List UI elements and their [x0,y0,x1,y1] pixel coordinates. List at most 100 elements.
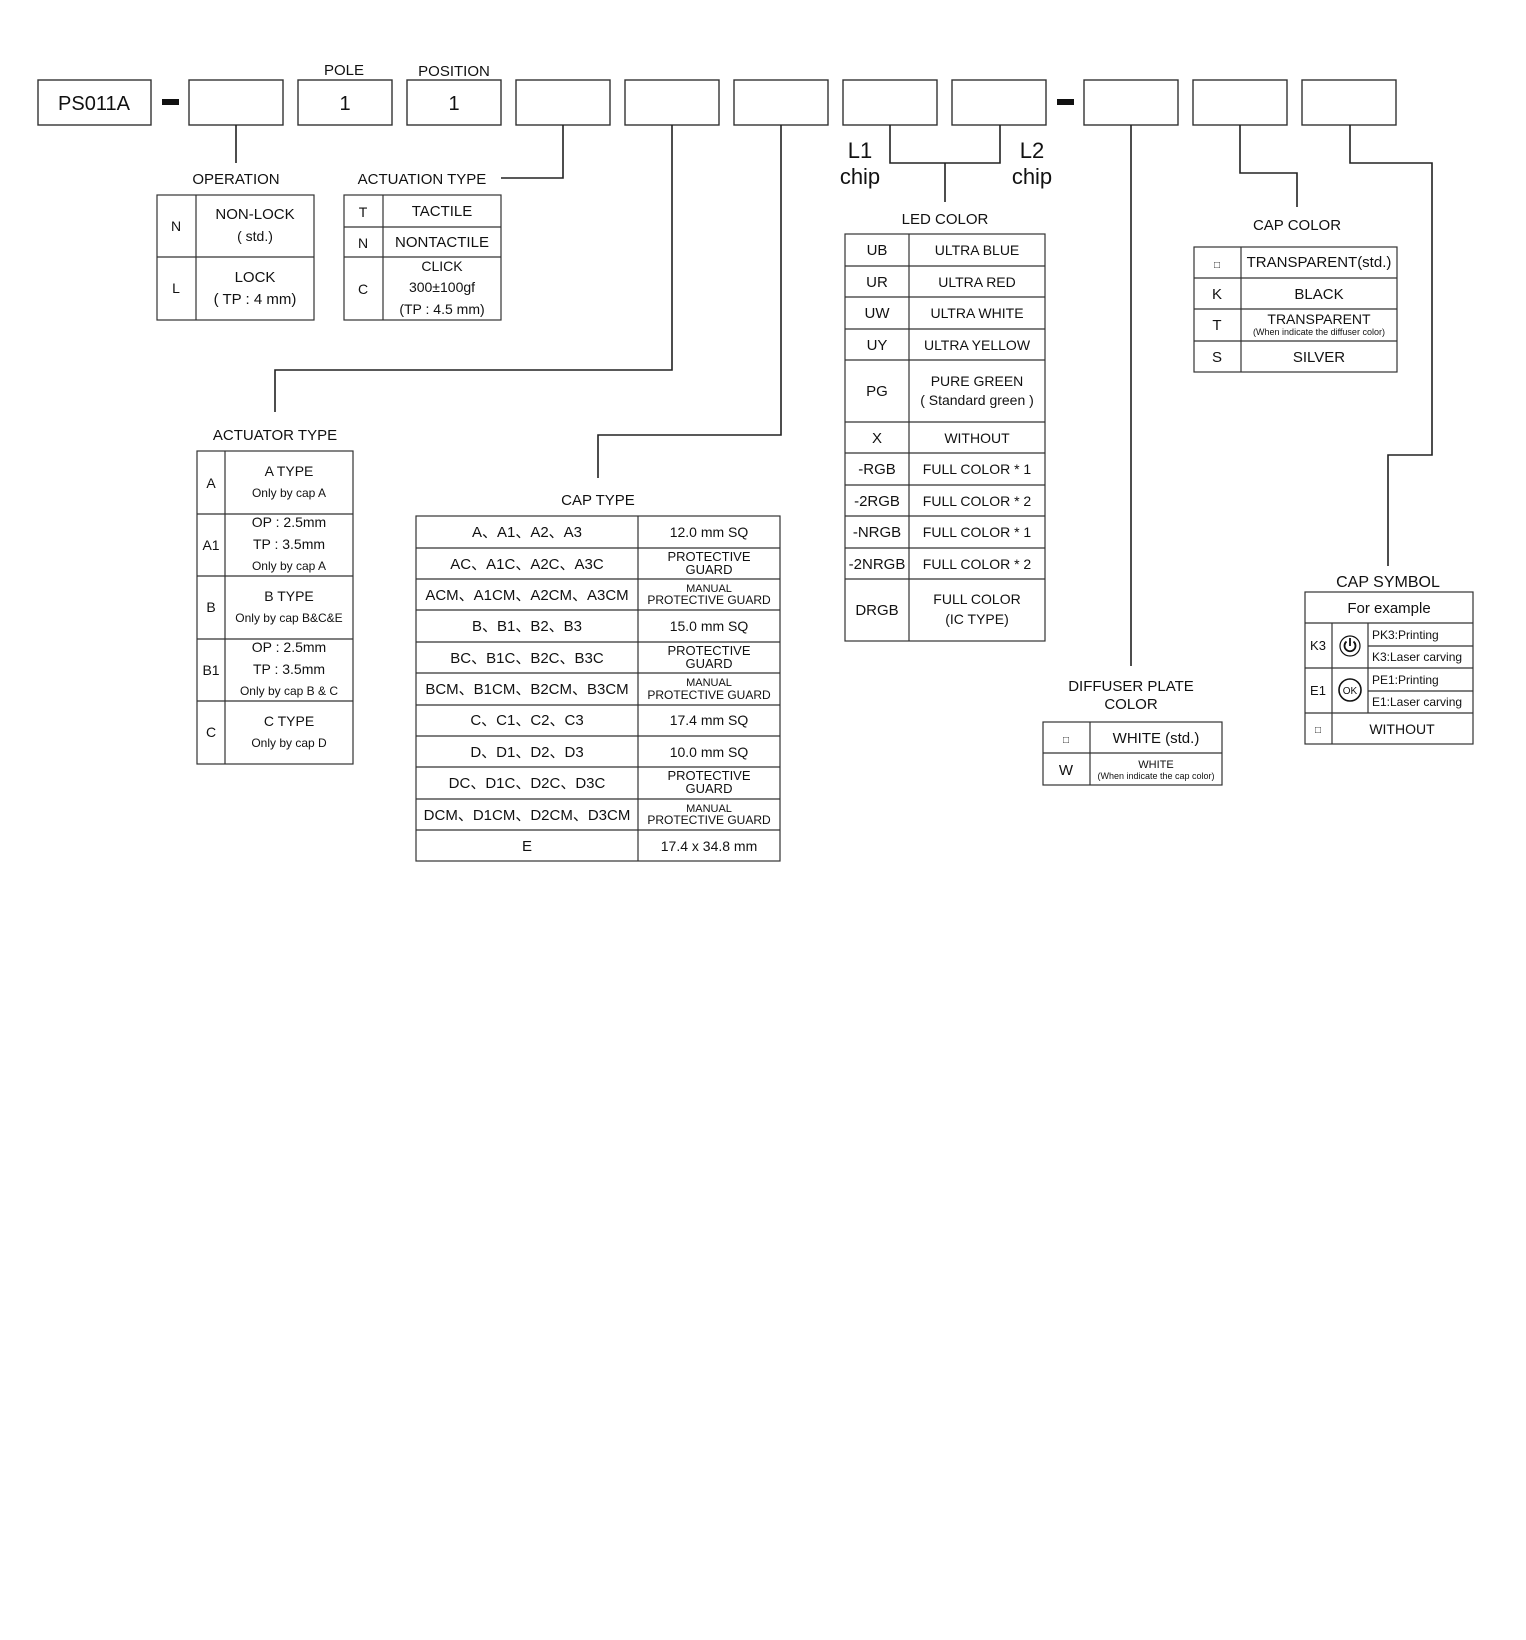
cap-type-title: CAP TYPE [561,492,635,509]
led-desc: ULTRA BLUE [935,242,1020,258]
diffuser-desc: (When indicate the cap color) [1097,771,1214,781]
led-desc: ULTRA WHITE [930,305,1023,321]
actuator-desc: OP : 2.5mm [252,514,326,530]
led-desc: FULL COLOR * 1 [923,524,1032,540]
led-color-table: LED COLOR UB ULTRA BLUE UR ULTRA RED UW … [844,211,1046,642]
cap-type-size: 12.0 mm SQ [670,524,749,540]
l2-label: L2 [1020,138,1044,163]
actuator-type-slot [624,79,720,126]
cap-type-size: GUARD [686,562,733,577]
actuator-code: A [206,475,216,491]
operation-desc: NON-LOCK [215,206,294,223]
cap-type-size: PROTECTIVE [667,768,750,783]
diffuser-title-2: COLOR [1104,696,1158,713]
power-icon [1339,635,1361,657]
actuator-code: B [206,599,215,615]
cap-symbol-code: K3 [1310,638,1326,653]
cap-color-code: T [1212,317,1221,334]
cap-symbol-desc: E1:Laser carving [1372,695,1462,709]
cap-color-code: □ [1214,260,1220,271]
actuator-desc: TP : 3.5mm [253,661,325,677]
actuation-type-table: ACTUATION TYPE T TACTILE N NONTACTILE C … [343,171,502,321]
cap-type-size: 10.0 mm SQ [670,744,749,760]
cap-color-code: S [1212,349,1222,366]
part-code-row: PS011A POLE 1 POSITION 1 L1 chip L2 chip [37,62,1397,189]
leader-cap-color [1239,125,1298,207]
operation-slot [188,79,284,126]
cap-type-size: MANUAL [686,583,732,595]
l2-chip-label: chip [1012,164,1052,189]
cap-color-desc: SILVER [1293,349,1345,366]
led-desc: FULL COLOR * 2 [923,493,1032,509]
led-desc: FULL COLOR [933,591,1020,607]
leader-actuator [274,125,673,412]
cap-color-desc: BLACK [1294,286,1343,303]
actuation-code: N [358,235,368,251]
cap-type-codes: E [522,838,532,855]
cap-symbol-subtitle: For example [1347,600,1430,617]
actuation-desc: 300±100gf [409,279,475,295]
cap-type-size: PROTECTIVE GUARD [647,688,771,702]
cap-type-codes: BCM、B1CM、B2CM、B3CM [425,681,628,698]
led-desc: ( Standard green ) [920,392,1034,408]
led-desc: ULTRA RED [938,274,1016,290]
led-desc: PURE GREEN [931,373,1024,389]
actuation-code: T [359,204,368,220]
actuation-desc: (TP : 4.5 mm) [399,301,484,317]
cap-color-title: CAP COLOR [1253,217,1341,234]
led-code: -NRGB [853,524,901,541]
prefix-box [37,79,152,126]
actuation-title: ACTUATION TYPE [358,171,487,188]
cap-color-desc: (When indicate the diffuser color) [1253,327,1385,337]
l1-chip-label: chip [840,164,880,189]
actuation-code: C [358,281,368,297]
cap-type-size: MANUAL [686,803,732,815]
operation-desc: LOCK [235,269,276,286]
led-code: UR [866,274,888,291]
cap-type-size: GUARD [686,781,733,796]
actuator-desc: C TYPE [264,713,314,729]
separator-dash-2 [1057,99,1074,105]
actuator-desc: Only by cap B & C [240,684,338,698]
cap-color-table: CAP COLOR □ TRANSPARENT(std.) K BLACK T … [1193,217,1398,373]
actuator-title: ACTUATOR TYPE [213,427,337,444]
cap-color-code: K [1212,286,1222,303]
position-label: POSITION [418,63,490,80]
cap-symbol-table: CAP SYMBOL For example K3 PK3:Printing K… [1304,574,1474,745]
led-code: PG [866,383,888,400]
cap-type-size: 15.0 mm SQ [670,618,749,634]
cap-type-size: GUARD [686,656,733,671]
actuator-desc: B TYPE [264,588,314,604]
led-code: -2NRGB [849,556,906,573]
cap-symbol-desc: WITHOUT [1369,721,1435,737]
cap-color-slot [1192,79,1288,126]
led-color-title: LED COLOR [902,211,989,228]
cap-type-codes: C、C1、C2、C3 [470,712,583,729]
led-code: -RGB [858,461,896,478]
cap-type-codes: DC、D1C、D2C、D3C [449,775,606,792]
led-code: UY [867,337,888,354]
leader-cap-type [597,125,782,478]
led-desc: (IC TYPE) [945,611,1009,627]
cap-type-codes: ACM、A1CM、A2CM、A3CM [425,587,628,604]
actuation-desc: NONTACTILE [395,234,489,251]
actuator-code: A1 [202,537,219,553]
cap-type-slot [733,79,829,126]
led-desc: ULTRA YELLOW [924,337,1031,353]
diffuser-code: W [1059,762,1074,779]
cap-type-table: CAP TYPE A、A1、A2、A3 12.0 mm SQ AC、A1C、A2… [415,492,781,862]
leader-cap-symbol [1349,125,1433,566]
leader-actuation [501,125,564,179]
l2-chip-slot [951,79,1047,126]
leader-led-bracket [889,125,1001,164]
position-value: 1 [448,93,459,115]
led-desc: FULL COLOR * 2 [923,556,1032,572]
cap-symbol-title: CAP SYMBOL [1336,574,1440,591]
position-slot [406,79,502,126]
operation-title: OPERATION [192,171,279,188]
led-code: UB [867,242,888,259]
cap-symbol-slot [1301,79,1397,126]
cap-type-size: MANUAL [686,677,732,689]
cap-type-size: 17.4 x 34.8 mm [661,838,758,854]
